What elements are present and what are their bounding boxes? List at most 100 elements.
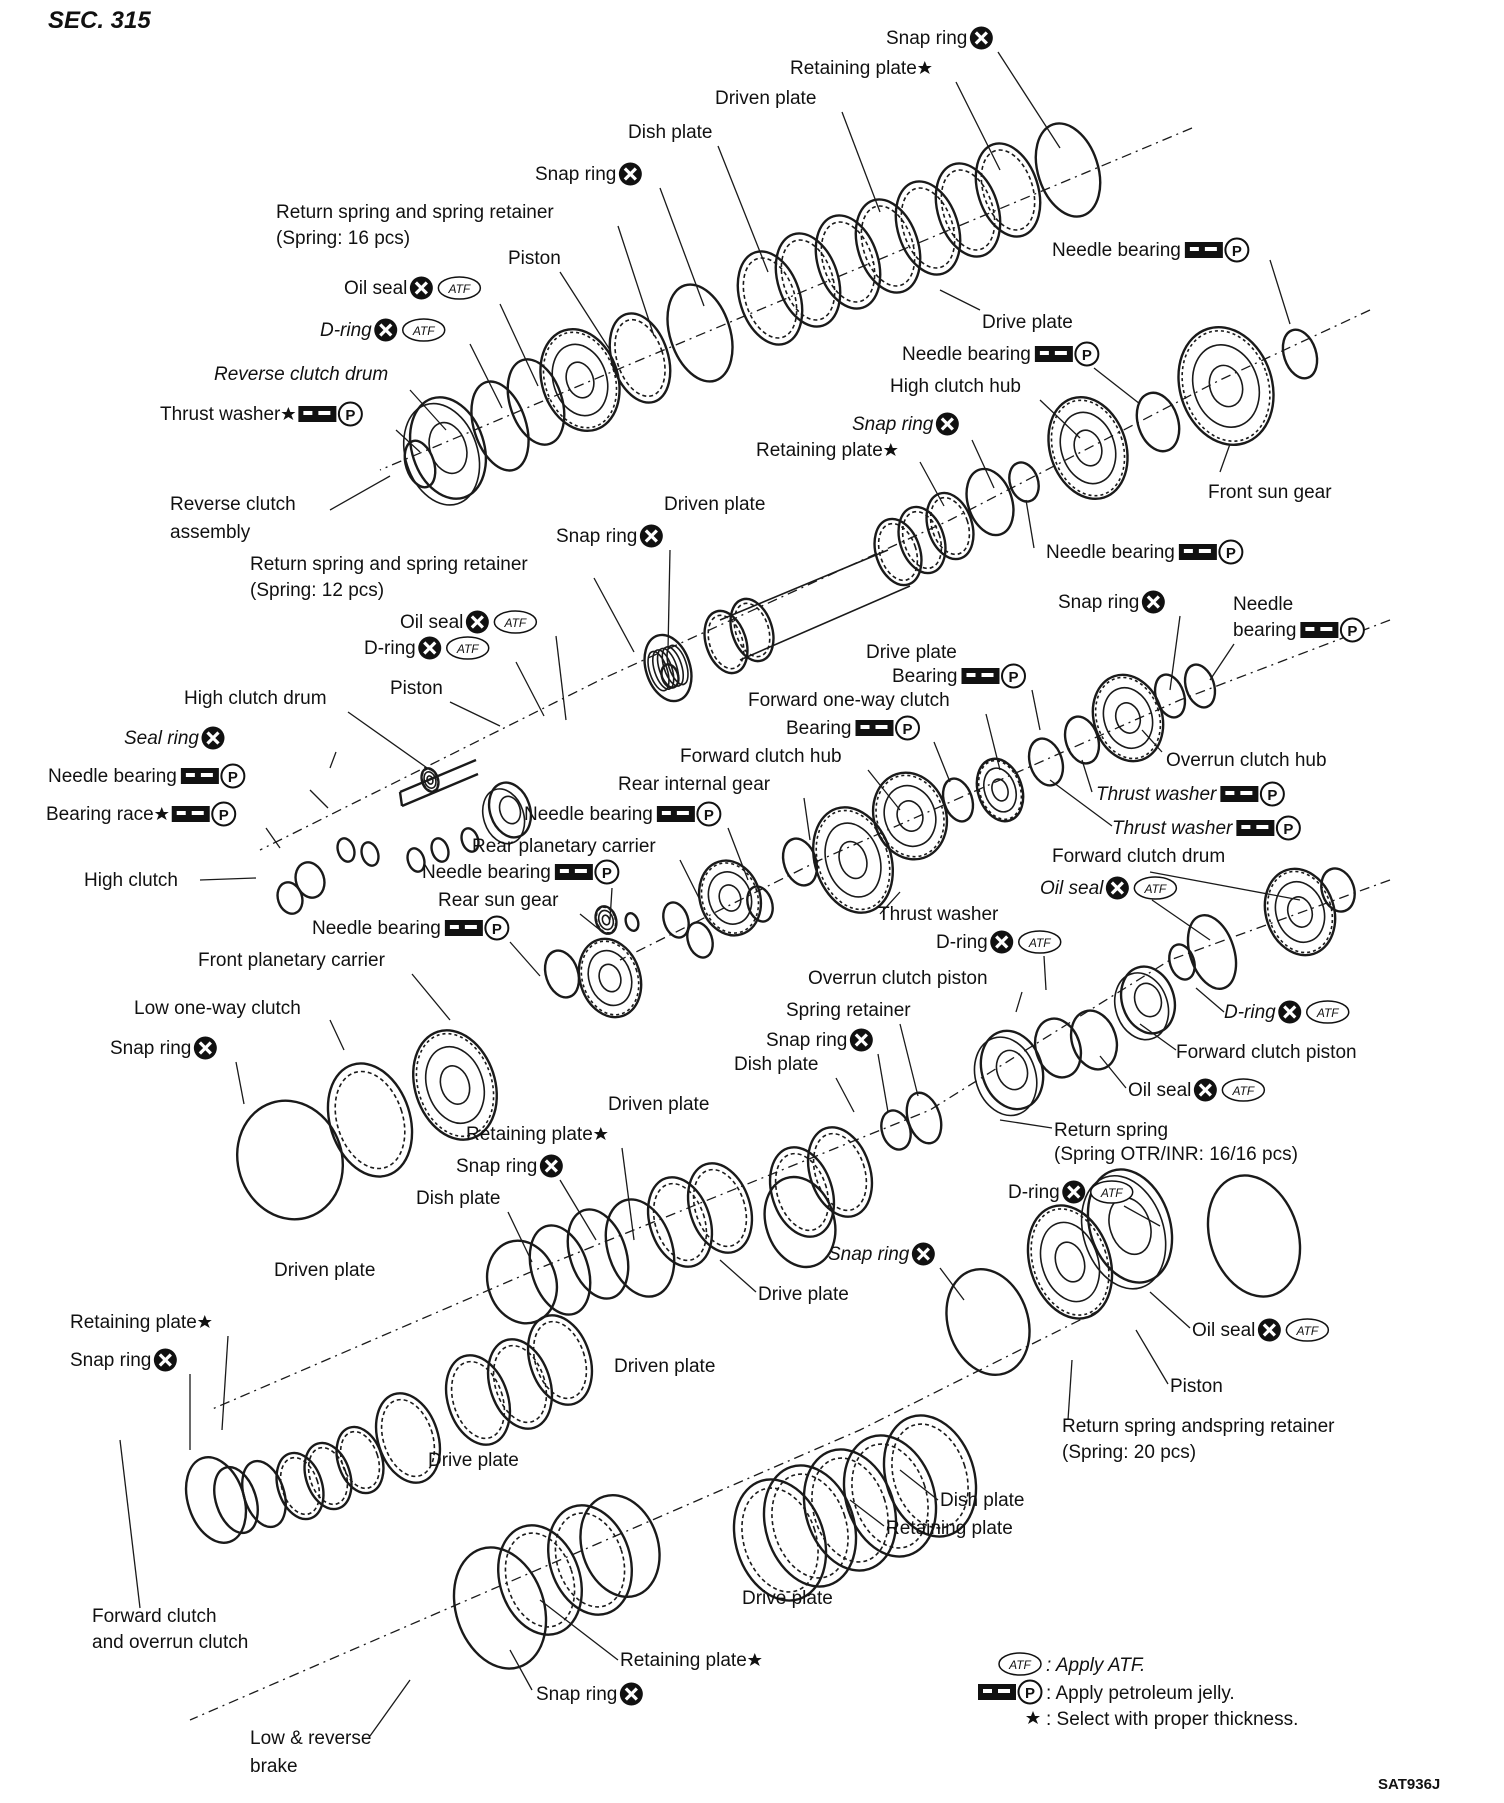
label-30: D-ring bbox=[364, 638, 416, 659]
label-11: Drive plate bbox=[982, 312, 1073, 333]
leader-5 bbox=[617, 225, 655, 337]
petroleum-jelly-icon-49 bbox=[553, 859, 620, 885]
label-50: Oil seal bbox=[1040, 878, 1104, 899]
leader-36 bbox=[329, 751, 337, 769]
replace-part-icon-26 bbox=[1140, 588, 1167, 616]
part-tooth-86 bbox=[275, 1451, 325, 1521]
replace-part-icon-30 bbox=[416, 634, 443, 662]
select-thickness-icon-1 bbox=[917, 61, 932, 74]
leader-32 bbox=[1031, 689, 1041, 731]
leader-47 bbox=[199, 877, 257, 881]
axis-line-0 bbox=[379, 127, 1193, 471]
label-86: Forward clutch bbox=[92, 1606, 217, 1627]
label-80: Return spring andspring retainer bbox=[1062, 1416, 1335, 1437]
part-gear-16 bbox=[1177, 325, 1275, 447]
label-57: Low one-way clutch bbox=[134, 998, 301, 1019]
label-79: Driven plate bbox=[614, 1356, 715, 1377]
leader-62 bbox=[1139, 1023, 1177, 1051]
leader-42 bbox=[1081, 759, 1093, 793]
leader-64 bbox=[1099, 1055, 1127, 1089]
leader-69 bbox=[559, 1179, 597, 1241]
leader-12 bbox=[1093, 367, 1141, 405]
label-51: Rear sun gear bbox=[438, 890, 559, 911]
part-ring-11 bbox=[506, 358, 566, 446]
part-gear-35 bbox=[871, 771, 949, 861]
part-ring-32 bbox=[1027, 737, 1065, 787]
label-16: Snap ring bbox=[852, 414, 934, 435]
replace-part-icon-29 bbox=[464, 608, 491, 636]
leader-40 bbox=[309, 789, 329, 809]
part-ring-47 bbox=[1168, 943, 1196, 981]
label-61: Snap ring bbox=[110, 1038, 191, 1059]
leader-3 bbox=[717, 145, 769, 273]
part-ring-88 bbox=[213, 1465, 259, 1535]
apply-atf-icon-59 bbox=[1305, 1000, 1350, 1024]
leader-29 bbox=[555, 635, 567, 721]
part-drum-48 bbox=[1113, 965, 1177, 1041]
label-52: Thrust washer bbox=[878, 904, 999, 925]
part-ring-59 bbox=[406, 847, 426, 873]
label-31: Drive plate bbox=[866, 642, 957, 663]
label-3: Dish plate bbox=[628, 122, 713, 143]
replace-part-icon-69 bbox=[538, 1152, 565, 1180]
replace-part-icon-61 bbox=[192, 1034, 219, 1062]
label-58: Spring retainer bbox=[786, 1000, 911, 1021]
part-drum-51 bbox=[973, 1029, 1045, 1117]
label-82: Drive plate bbox=[428, 1450, 519, 1471]
replace-part-icon-36 bbox=[199, 724, 227, 752]
label-10: Needle bearing bbox=[1052, 240, 1181, 261]
label-27: Needle bbox=[1233, 594, 1293, 615]
leader-76 bbox=[221, 1335, 229, 1431]
select-thickness-icon-88 bbox=[747, 1653, 762, 1666]
apply-atf-icon-30 bbox=[445, 636, 490, 660]
label-20: assembly bbox=[170, 522, 251, 543]
leader-26 bbox=[1169, 615, 1181, 691]
label-34: High clutch drum bbox=[184, 688, 327, 709]
replace-part-icon-16 bbox=[934, 410, 961, 438]
leader-4 bbox=[659, 187, 705, 307]
leader-54 bbox=[1043, 955, 1047, 991]
petroleum-jelly-icon-44 bbox=[655, 801, 722, 827]
leader-37 bbox=[933, 741, 951, 783]
leader-55 bbox=[411, 973, 451, 1021]
part-ring-61 bbox=[336, 837, 356, 863]
label-90: Low & reverse bbox=[250, 1728, 371, 1749]
part-ring-41 bbox=[662, 901, 690, 939]
legend-jelly-icon bbox=[977, 1679, 1043, 1705]
leader-84 bbox=[849, 1499, 885, 1527]
part-tooth-1 bbox=[974, 142, 1042, 238]
replace-part-icon-70 bbox=[1060, 1178, 1087, 1206]
label-5: Return spring and spring retainer bbox=[276, 202, 554, 223]
replace-part-icon-64 bbox=[1192, 1076, 1219, 1104]
leader-86 bbox=[119, 1439, 141, 1609]
label-43: Bearing race bbox=[46, 804, 154, 825]
label-78: Piston bbox=[1170, 1376, 1223, 1397]
part-tooth-5 bbox=[814, 214, 882, 310]
label-17: Retaining plate bbox=[756, 440, 883, 461]
leader-88 bbox=[539, 1599, 619, 1661]
part-tooth-71 bbox=[806, 1126, 874, 1218]
part-tooth-91 bbox=[842, 1434, 938, 1558]
label-23: Needle bearing bbox=[1046, 542, 1175, 563]
leader-58 bbox=[899, 1023, 919, 1097]
part-ring-79 bbox=[945, 1267, 1031, 1377]
leader-57 bbox=[329, 1019, 345, 1051]
petroleum-jelly-icon-10 bbox=[1183, 237, 1250, 263]
label-66: Return spring bbox=[1054, 1120, 1168, 1141]
replace-part-icon-72 bbox=[910, 1240, 937, 1268]
part-ring-99 bbox=[763, 1175, 837, 1269]
leader-8 bbox=[499, 303, 539, 387]
label-37: Bearing bbox=[786, 718, 852, 739]
part-gear-43 bbox=[594, 905, 618, 935]
label-8: Oil seal bbox=[344, 278, 407, 299]
label-13: Reverse clutch drum bbox=[214, 364, 388, 385]
label-54: D-ring bbox=[936, 932, 988, 953]
section-number: SEC. 315 bbox=[48, 7, 151, 34]
axis-line-4 bbox=[189, 1309, 1101, 1721]
part-tooth-73 bbox=[686, 1162, 754, 1254]
leader-18 bbox=[1219, 443, 1231, 473]
part-tooth-6 bbox=[774, 232, 842, 328]
petroleum-jelly-icon-42 bbox=[1219, 781, 1285, 807]
part-gear-10 bbox=[539, 327, 621, 433]
